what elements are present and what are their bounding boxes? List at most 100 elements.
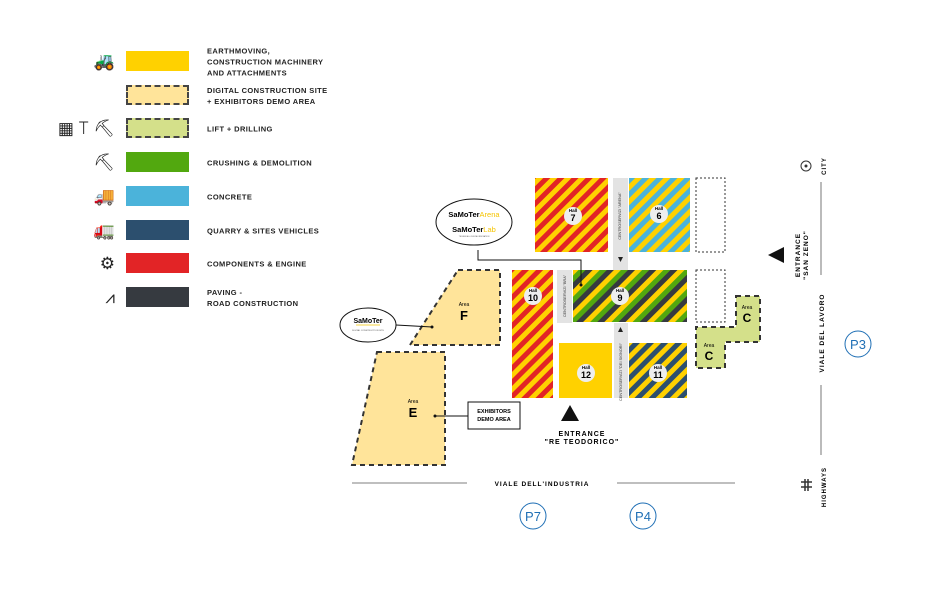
- legend-item: 🚚 CONCRETE: [0, 186, 360, 208]
- area-e[interactable]: [350, 351, 446, 466]
- area-label: Area: [742, 305, 753, 311]
- area-letter: C: [743, 311, 752, 325]
- hall-label: Hall: [529, 288, 537, 293]
- exhibitors-label: DEMO AREA: [477, 417, 510, 423]
- legend-label: + EXHIBITORS DEMO AREA: [207, 97, 316, 106]
- lab-label: Lab: [483, 225, 496, 234]
- road-icon: ⩘: [105, 288, 115, 307]
- exhibitors-demo-area-box[interactable]: [467, 401, 521, 430]
- service-corridor-signori: [614, 323, 628, 398]
- city-label: CITY: [822, 157, 828, 175]
- samoter-arena-lab-callout[interactable]: [435, 198, 513, 246]
- lab-subtitle: TECHNICAL & DIGITAL INNOVATION: [459, 235, 490, 238]
- parking-label: P3: [850, 337, 866, 352]
- legend-item: ⛏ CRUSHING & DEMOLITION: [0, 152, 360, 174]
- dump-truck-icon: 🚛: [93, 221, 115, 240]
- entrance-label: "RE TEODORICO": [545, 439, 620, 446]
- arrow-down-icon: [618, 257, 623, 262]
- parking-p4[interactable]: P4: [629, 502, 657, 530]
- legend-label: PAVING -: [207, 288, 243, 297]
- svg-text:SaMoTerLab: SaMoTerLab: [452, 225, 496, 234]
- service-corridor-bra: [557, 270, 572, 323]
- area-label: Area: [408, 399, 419, 405]
- hall-number: 6: [656, 211, 661, 221]
- parking-p3[interactable]: P3: [844, 330, 872, 358]
- brand-logo: SaMoTer: [452, 225, 483, 234]
- legend-item: 🚛 QUARRY & SITES VEHICLES: [0, 220, 360, 242]
- road-label: VIALE DEL LAVORO: [819, 294, 826, 373]
- legend-swatch: [126, 287, 189, 307]
- road-label: VIALE DELL'INDUSTRIA: [495, 481, 590, 488]
- area-letter: F: [460, 308, 468, 323]
- entrance-triangle-icon: [768, 247, 784, 263]
- legend-item: ⩘ PAVING - ROAD CONSTRUCTION: [0, 287, 360, 309]
- highways-label: HIGHWAYS: [822, 467, 828, 507]
- arrow-up-icon: [618, 327, 623, 332]
- legend-swatch: [126, 51, 189, 71]
- legend-swatch: [126, 220, 189, 240]
- demolition-machine-icon: ⛏: [93, 153, 115, 172]
- legend-label: CONSTRUCTION MACHINERY: [207, 57, 324, 67]
- legend-label: QUARRY & SITES VEHICLES: [207, 226, 320, 236]
- empty-lot: [695, 269, 726, 323]
- parking-label: P7: [525, 509, 541, 524]
- legend-swatch: [126, 85, 189, 105]
- empty-lot: [695, 177, 726, 253]
- area-letter: C: [705, 349, 714, 363]
- brand-logo: SaMoTer: [448, 210, 479, 219]
- lift-crane-drill-icon: ▦ ⟙ ⛏: [57, 119, 115, 138]
- legend-label: ROAD CONSTRUCTION: [207, 299, 299, 308]
- area-f[interactable]: [408, 269, 501, 346]
- legend-swatch: [126, 152, 189, 172]
- area-label: Area: [704, 343, 715, 349]
- hall-number: 10: [528, 293, 538, 303]
- svg-text:SaMoTerArena: SaMoTerArena: [448, 210, 500, 219]
- hall-label: Hall: [655, 206, 663, 211]
- legend-swatch: [126, 118, 189, 138]
- service-center-label: CENTROSERVIZI "ARENA": [618, 192, 622, 240]
- arena-label: Arena: [480, 210, 501, 219]
- legend-swatch: [126, 186, 189, 206]
- parking-label: P4: [635, 509, 651, 524]
- service-center-label: CENTROSERVIZI "DEI SIGNORI": [619, 342, 623, 401]
- legend-swatch: [126, 253, 189, 273]
- legend-label: LIFT + DRILLING: [207, 124, 273, 134]
- legend-item: ⚙ COMPONENTS & ENGINE: [0, 253, 360, 275]
- area-c[interactable]: [695, 295, 761, 369]
- legend-label: DIGITAL CONSTRUCTION SITE: [207, 86, 328, 95]
- entrance-triangle-icon: [561, 405, 579, 421]
- entrance-label: "SAN ZENO": [803, 230, 810, 280]
- hall-number: 7: [570, 213, 575, 223]
- entrance-label: ENTRANCE: [795, 233, 802, 277]
- hall-number: 11: [653, 370, 663, 380]
- legend-item: ▦ ⟙ ⛏ LIFT + DRILLING: [0, 118, 360, 140]
- legend-label: CONCRETE: [207, 192, 253, 202]
- area-letter: E: [409, 405, 418, 420]
- legend-label: EARTHMOVING,: [207, 46, 271, 56]
- hall-label: Hall: [569, 208, 577, 213]
- city-icon: [800, 160, 812, 172]
- hall-9[interactable]: [573, 270, 687, 322]
- legend-label: CRUSHING & DEMOLITION: [207, 158, 313, 168]
- legend-item: DIGITAL CONSTRUCTION SITE + EXHIBITORS DE…: [0, 85, 360, 107]
- brand-logo: SaMoTer: [353, 318, 382, 325]
- hall-label: Hall: [654, 365, 662, 370]
- legend-label: COMPONENTS & ENGINE: [207, 259, 307, 269]
- hall-number: 12: [581, 370, 591, 380]
- legend-label: AND ATTACHMENTS: [207, 68, 288, 78]
- service-center-label: CENTROSERVIZI "BRA": [563, 274, 567, 317]
- digital-subtitle: DIGITAL CONSTRUCTION SITE: [352, 329, 385, 332]
- concrete-mixer-icon: 🚚: [93, 187, 115, 206]
- highway-icon: [801, 479, 812, 491]
- entrance-label: ENTRANCE: [559, 431, 606, 438]
- area-label: Area: [459, 302, 470, 308]
- gears-icon: ⚙: [99, 254, 115, 273]
- excavator-icon: 🚜: [93, 52, 115, 71]
- hall-number: 9: [617, 293, 622, 303]
- hall-label: Hall: [582, 365, 590, 370]
- parking-p7[interactable]: P7: [519, 502, 547, 530]
- service-corridor-arena: [613, 178, 628, 270]
- hall-label: Hall: [616, 288, 624, 293]
